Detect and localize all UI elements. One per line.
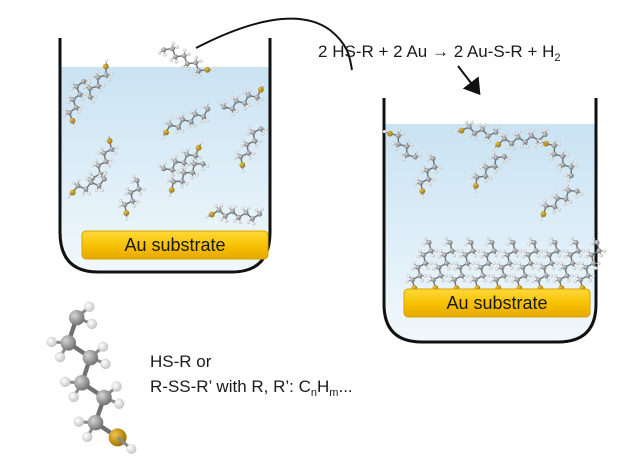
legend-line-1: HS-R or [150,352,212,371]
free-thiol-molecule [160,101,211,139]
left-au-substrate-label: Au substrate [124,235,225,255]
free-thiol-molecule [166,157,210,198]
bound-thiol-molecule [531,236,565,296]
eq-species-1: HS-R [332,42,374,61]
eq-plus-1: + [378,42,389,61]
free-thiol-molecule [539,183,584,222]
self-assembled-monolayer [405,236,607,296]
free-thiol-molecule [454,120,501,143]
free-thiol-molecule [538,138,579,183]
pointer-arrow [457,65,481,96]
eq-coef-3: 2 [453,42,464,61]
right-free-thiol-molecules [382,120,584,222]
free-thiol-molecule [157,41,215,78]
bound-thiol-molecule [510,236,544,296]
free-thiol-molecule [233,126,268,173]
large-thiol-molecule [46,301,137,455]
eq-arrow: → [431,42,449,61]
left-beaker: Au substrate [58,38,272,274]
curved-transfer-arrow [195,17,353,71]
right-beaker-outline [382,98,598,344]
free-thiol-molecule [62,78,91,128]
free-thiol-molecule [413,152,442,199]
free-thiol-molecule [204,203,264,226]
legend-line-2: R-SS-R’ with R, R’: CnHm... [150,377,353,399]
bound-thiol-molecule [552,236,586,296]
thiol-molecule-model [46,301,137,455]
eq-species-3: Au-S-R [466,42,523,61]
bound-thiol-molecule [447,236,481,296]
right-au-substrate-label: Au substrate [446,293,547,313]
bound-thiol-molecule [468,236,502,296]
left-au-substrate [81,230,269,260]
eq-hydrogen: H2 [542,42,561,64]
free-thiol-molecule [469,151,512,194]
free-thiol-molecule [491,127,549,150]
bound-thiol-molecule [426,236,460,296]
eq-coef-2: 2 [393,42,403,61]
bound-thiol-molecule [573,236,607,296]
free-thiol-molecule [117,174,146,221]
free-thiol-molecule [157,141,203,177]
free-thiol-molecule [66,171,107,199]
right-au-substrate [403,288,591,318]
eq-plus-2: + [527,42,538,61]
free-thiol-molecule [82,59,114,104]
free-thiol-molecule [382,128,423,162]
bound-thiol-molecule [489,236,523,296]
free-thiol-molecule [218,83,266,117]
left-free-thiol-molecules [62,41,268,226]
reaction-equation: 2 HS-R + 2 Au → 2 Au-S-R + H2 [318,42,561,64]
right-beaker: Au substrate [382,98,607,344]
eq-coef-1: 2 [318,42,328,61]
eq-species-2: Au [406,42,428,61]
